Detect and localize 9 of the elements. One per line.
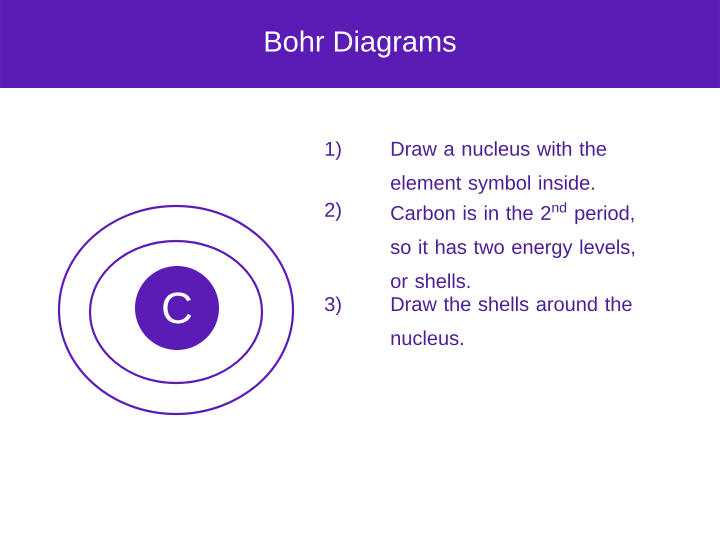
instruction-text: Draw the shells around the nucleus. [392,296,632,346]
title: Bohr Diagrams [266,30,456,58]
list-number: 2) [325,202,341,221]
shell-ring [58,204,294,416]
instruction-text: Carbon is in the 2$^{nd}$ period, so it has two energy levels, or shells. [390,202,634,288]
list-number: 1) [326,141,341,160]
shell-ring [88,240,264,384]
list-number: 3) [324,296,341,316]
instruction-text: Draw a nucleus with the element symbol inside. [391,141,606,194]
